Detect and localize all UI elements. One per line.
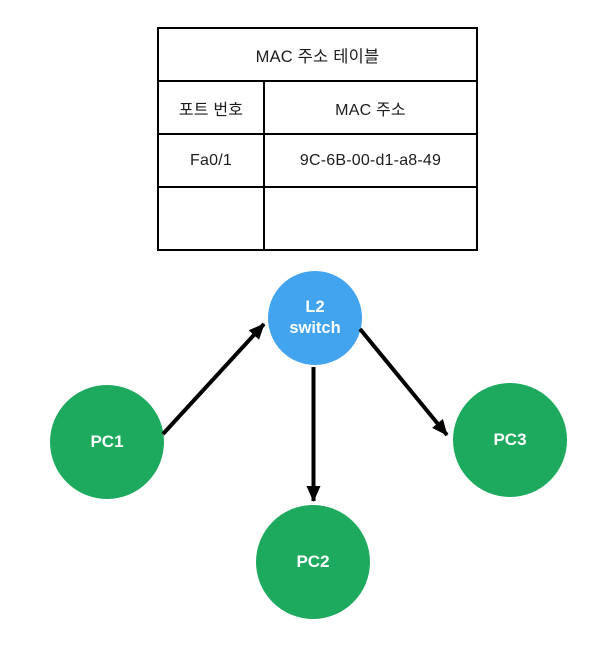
node-l2-switch: L2 switch (268, 271, 362, 365)
arrow-pc1-to-switch (161, 322, 266, 436)
pc2-label: PC2 (296, 552, 330, 572)
cell-mac-row2-empty (263, 188, 476, 249)
node-pc2: PC2 (256, 505, 370, 619)
table-title: MAC 주소 테이블 (159, 29, 476, 82)
l2-switch-label-line2: switch (289, 319, 341, 337)
node-pc1: PC1 (50, 385, 164, 499)
pc1-label: PC1 (90, 432, 124, 452)
node-pc3: PC3 (453, 383, 567, 497)
mac-address-table: MAC 주소 테이블 포트 번호 MAC 주소 Fa0/1 9C-6B-00-d… (157, 27, 478, 251)
column-header-mac-address: MAC 주소 (263, 82, 476, 135)
pc3-label: PC3 (493, 430, 527, 450)
cell-port-row1: Fa0/1 (159, 135, 263, 188)
column-header-port-number: 포트 번호 (159, 82, 263, 135)
l2-switch-label-line1: L2 (305, 298, 325, 317)
arrow-switch-to-pc3 (358, 327, 449, 437)
cell-port-row2-empty (159, 188, 263, 249)
cell-mac-row1: 9C-6B-00-d1-a8-49 (263, 135, 476, 188)
